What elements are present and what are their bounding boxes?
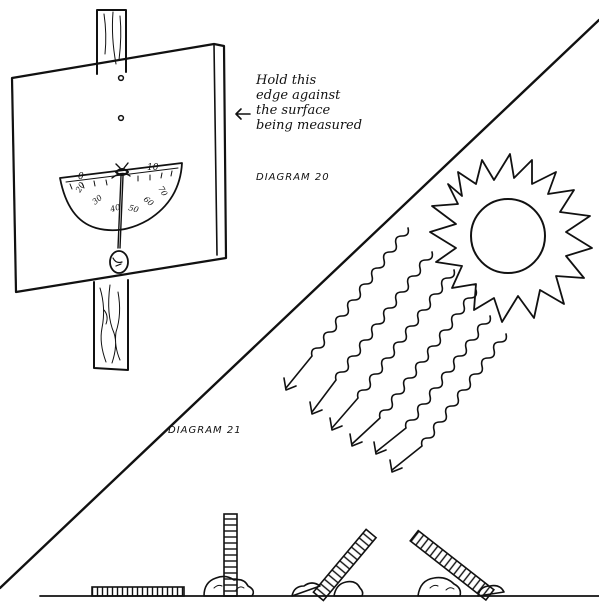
mark-60: 60 bbox=[142, 195, 156, 208]
mark-70: 70 bbox=[156, 185, 169, 198]
mark-10: 10 bbox=[147, 163, 159, 173]
mark-30: 30 bbox=[91, 193, 105, 206]
ray-4 bbox=[351, 289, 478, 445]
protractor: 0 10 20 30 40 50 60 70 bbox=[59, 162, 183, 232]
collector-tilted-toward-sun bbox=[312, 528, 378, 602]
diagram-21-label: DIAGRAM 21 bbox=[168, 425, 242, 436]
collector-vertical bbox=[223, 513, 238, 597]
sun-icon bbox=[429, 153, 593, 323]
mark-20: 20 bbox=[73, 181, 86, 195]
note-line-2: edge against bbox=[256, 88, 341, 103]
mark-40: 40 bbox=[108, 203, 121, 215]
protractor-scale: 0 10 20 30 40 50 60 70 bbox=[73, 163, 169, 215]
board-edge-note: Hold this edge against the surface being… bbox=[255, 73, 362, 133]
board-hole-bottom bbox=[117, 114, 125, 122]
diagram-20: 0 10 20 30 40 50 60 70 Hold this edge bbox=[10, 9, 362, 371]
diagram-20-label: DIAGRAM 20 bbox=[256, 172, 330, 183]
note-line-4: being measured bbox=[256, 118, 362, 133]
note-line-1: Hold this bbox=[255, 73, 317, 88]
mark-0: 0 bbox=[78, 172, 84, 182]
ray-2 bbox=[311, 251, 434, 413]
ray-3 bbox=[331, 269, 456, 429]
ray-6 bbox=[391, 333, 508, 471]
board-hole-top bbox=[117, 74, 125, 82]
sun-rays bbox=[283, 227, 508, 473]
ray-5 bbox=[375, 315, 492, 453]
collector-flat bbox=[91, 586, 185, 597]
diagonal-divider bbox=[0, 18, 599, 590]
note-line-3: the surface bbox=[256, 103, 331, 118]
diagram-21: DIAGRAM 21 bbox=[39, 153, 599, 602]
rocks bbox=[203, 575, 505, 597]
measuring-board bbox=[10, 42, 228, 294]
ray-1 bbox=[285, 227, 410, 389]
arrow-to-board-edge bbox=[235, 108, 251, 120]
plumb-bob bbox=[109, 175, 129, 274]
mark-50: 50 bbox=[127, 203, 139, 214]
